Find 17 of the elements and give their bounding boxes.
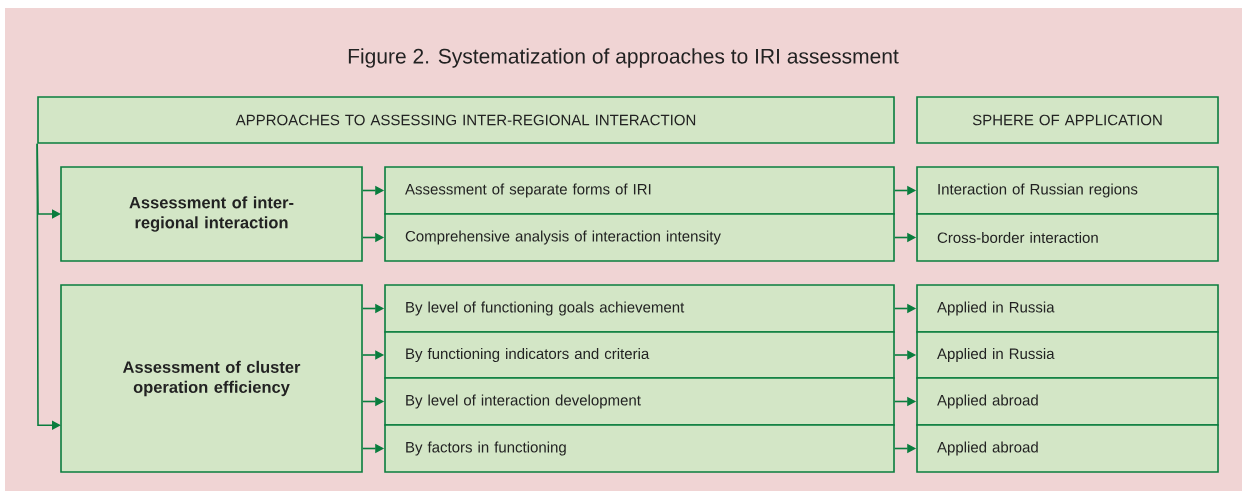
method-box: Assessment of separate forms of IRI xyxy=(384,166,895,215)
header-box: SPHERE OF APPLICATION xyxy=(916,96,1219,144)
category-box: Assessment of inter-regional interaction xyxy=(60,166,363,262)
title: Figure 2. Systematization of approaches to IRI assessment xyxy=(348,48,899,68)
method-box: By factors in functioning xyxy=(384,424,895,473)
application-box: Cross-border interaction xyxy=(916,213,1219,262)
application-box: Interaction of Russian regions xyxy=(916,166,1219,215)
application-box: Applied abroad xyxy=(916,424,1219,473)
method-box: By level of functioning goals achievement xyxy=(384,284,895,333)
method-box: Comprehensive analysis of interaction intensity xyxy=(384,213,895,262)
application-box: Applied in Russia xyxy=(916,284,1219,333)
application-box: Applied in Russia xyxy=(916,331,1219,379)
method-box: By functioning indicators and criteria xyxy=(384,331,895,379)
application-box: Applied abroad xyxy=(916,377,1219,426)
category-box: Assessment of cluster operation efficiency xyxy=(60,284,363,473)
method-box: By level of interaction development xyxy=(384,377,895,426)
header-box: APPROACHES TO ASSESSING INTER-REGIONAL INTERACTION xyxy=(37,96,895,144)
